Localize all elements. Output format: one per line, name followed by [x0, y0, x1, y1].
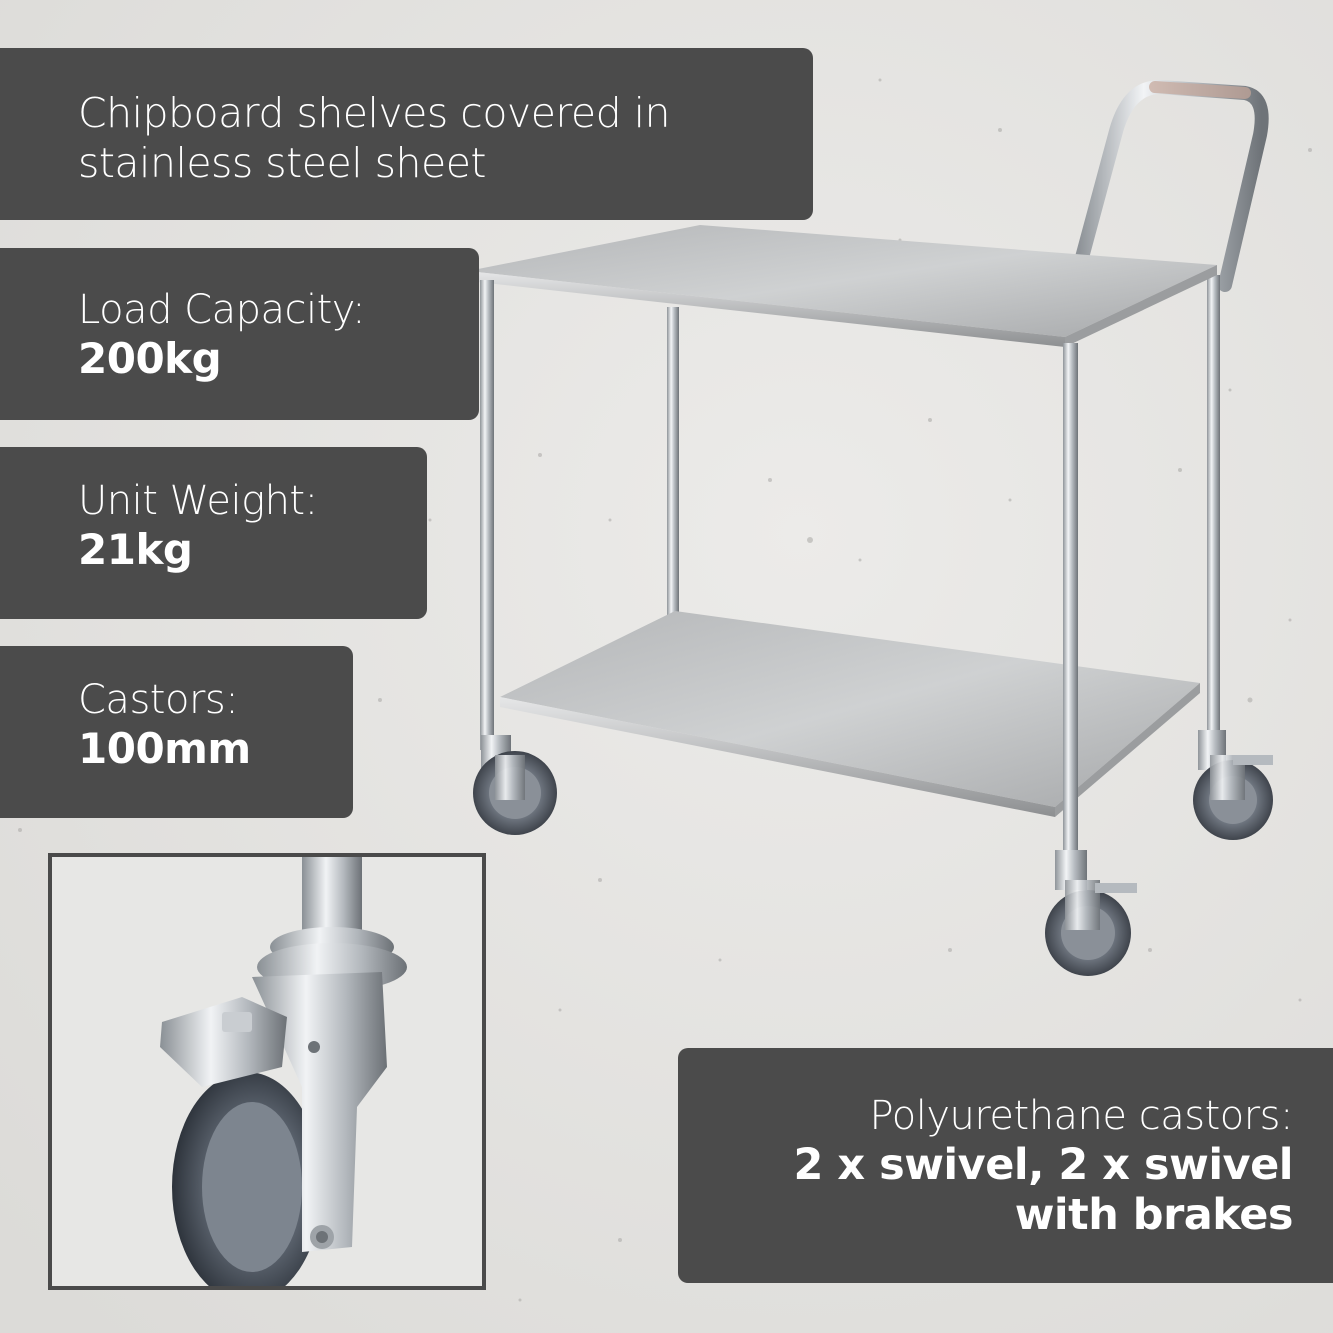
feature-polyurethane-label: Polyurethane castors:: [869, 1093, 1294, 1139]
feature-shelves-label: Chipboard shelves covered in stainless s…: [78, 89, 671, 187]
feature-castors-panel: Castors: 100mm: [0, 646, 353, 818]
feature-weight-panel: Unit Weight: 21kg: [0, 447, 427, 619]
feature-load-label: Load Capacity:: [78, 287, 366, 333]
feature-shelves-panel: Chipboard shelves covered in stainless s…: [0, 48, 813, 220]
feature-castors-label: Castors:: [78, 677, 239, 723]
feature-load-value: 200kg: [78, 334, 222, 383]
trolley-image: [468, 79, 1273, 976]
feature-castors-value: 100mm: [78, 724, 251, 773]
feature-weight-label: Unit Weight:: [78, 478, 318, 524]
feature-weight-value: 21kg: [78, 525, 193, 574]
castor-detail-inset: [48, 853, 486, 1290]
feature-polyurethane-value: 2 x swivel, 2 x swivel with brakes: [793, 1140, 1294, 1240]
castor-wheel-image: [160, 857, 407, 1286]
feature-polyurethane-panel: Polyurethane castors: 2 x swivel, 2 x sw…: [678, 1048, 1333, 1283]
feature-load-panel: Load Capacity: 200kg: [0, 248, 479, 420]
